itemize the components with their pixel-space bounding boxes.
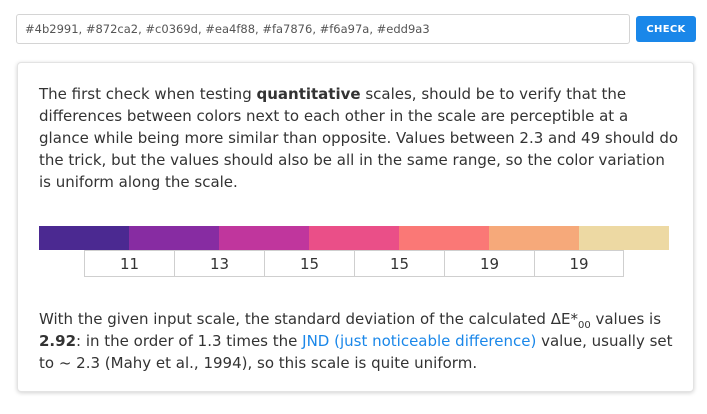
delta-e-value: 11 — [84, 250, 174, 277]
color-swatch — [39, 226, 129, 250]
delta-e-subscript: 00 — [577, 320, 591, 331]
input-bar: CHECK — [16, 14, 696, 46]
delta-e-value: 19 — [534, 250, 624, 277]
quantitative-emphasis: quantitative — [256, 85, 361, 103]
check-button[interactable]: CHECK — [636, 16, 696, 42]
delta-e-value: 19 — [444, 250, 534, 277]
color-swatch — [489, 226, 579, 250]
jnd-link[interactable]: JND (just noticeable difference) — [302, 332, 537, 350]
color-swatch — [579, 226, 669, 250]
delta-e-row: 11 13 15 15 19 19 — [84, 250, 624, 277]
delta-e-value: 13 — [174, 250, 264, 277]
intro-text: The first check when testing quantitativ… — [39, 85, 679, 191]
std-dev-value: 2.92 — [39, 332, 77, 350]
result-card: The first check when testing quantitativ… — [17, 62, 694, 392]
color-scale-input[interactable] — [16, 14, 630, 44]
color-swatch — [399, 226, 489, 250]
color-strip — [39, 226, 669, 250]
color-swatch — [309, 226, 399, 250]
color-swatch — [129, 226, 219, 250]
result-text: With the given input scale, the standard… — [39, 310, 673, 372]
delta-e-value: 15 — [264, 250, 354, 277]
color-swatch — [219, 226, 309, 250]
delta-e-value: 15 — [354, 250, 444, 277]
